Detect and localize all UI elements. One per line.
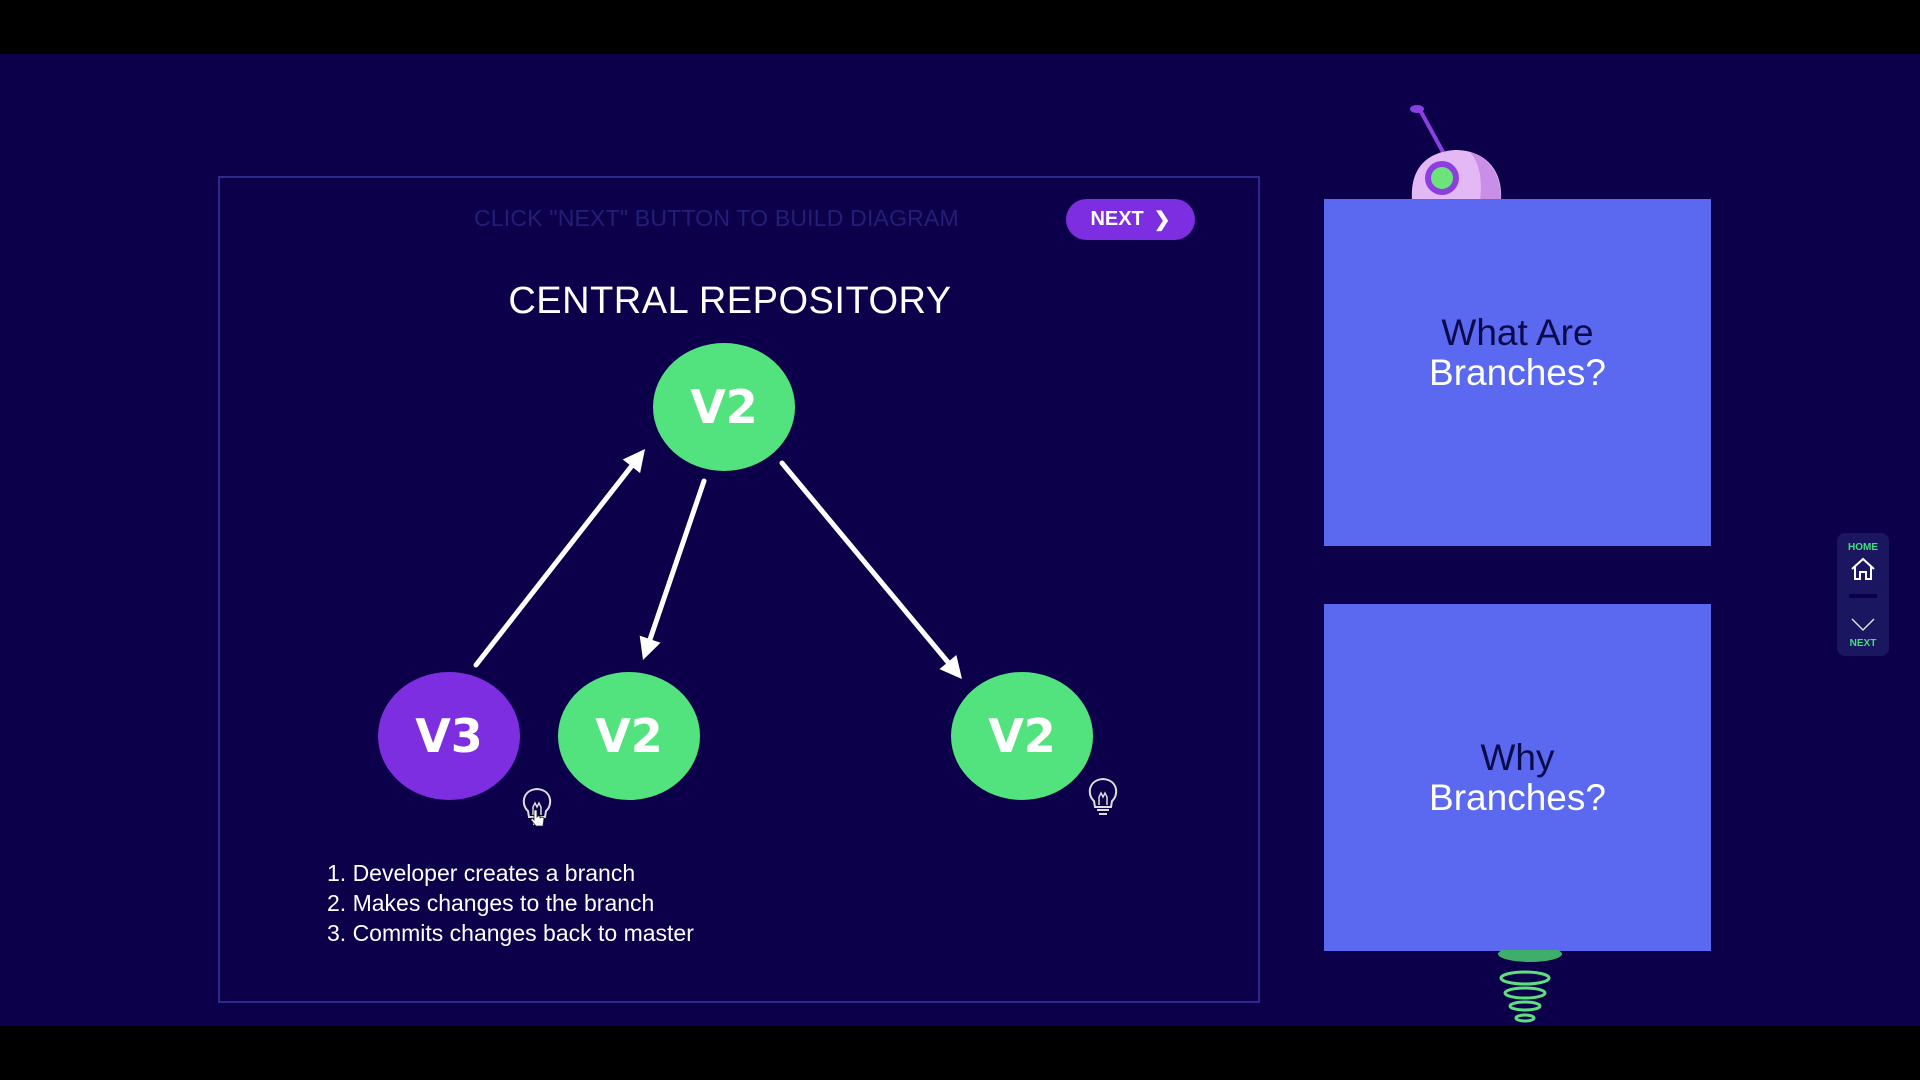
robot-mascot (1410, 105, 1502, 200)
diagram-title: CENTRAL REPOSITORY (508, 280, 952, 322)
spring-decoration-icon (1498, 950, 1562, 1023)
next-label[interactable]: NEXT (1849, 638, 1877, 649)
lightbulb-icon[interactable] (1088, 777, 1118, 815)
node-label: V3 (415, 709, 483, 763)
step-item: 1. Developer creates a branch (327, 860, 636, 886)
next-button-label: NEXT (1090, 208, 1144, 230)
version-node-central: V2 (653, 343, 795, 471)
chevron-right-icon: ❯ (1153, 208, 1171, 231)
next-button[interactable]: NEXT ❯ (1066, 199, 1195, 240)
card-line1: What Are (1441, 311, 1594, 353)
card-why-branches[interactable]: Why Branches? (1324, 604, 1711, 951)
node-label: V2 (595, 709, 663, 763)
node-label: V2 (690, 380, 758, 434)
side-nav: HOME NEXT (1837, 533, 1889, 656)
step-item: 2. Makes changes to the branch (327, 890, 655, 916)
home-label[interactable]: HOME (1848, 542, 1878, 553)
node-circle (653, 343, 795, 471)
nav-divider (1849, 594, 1877, 598)
card-what-are-branches[interactable]: What Are Branches? (1324, 199, 1711, 546)
home-icon[interactable] (1850, 556, 1876, 582)
step-item: 3. Commits changes back to master (327, 920, 694, 946)
version-node-branch-v3: V3 (378, 672, 520, 800)
card-line1: Why (1480, 736, 1555, 778)
version-node-branch-v2-right: V2 (951, 672, 1093, 800)
card-line2: Branches? (1429, 351, 1606, 393)
node-circle (558, 672, 700, 800)
chevron-down-icon[interactable] (1851, 618, 1875, 632)
steps-list: 1. Developer creates a branch 2. Makes c… (327, 858, 694, 948)
version-node-branch-v2-mid: V2 (558, 672, 700, 800)
node-circle (951, 672, 1093, 800)
node-circle (378, 672, 520, 800)
diagram-panel (218, 176, 1260, 1003)
hint-text: CLICK "NEXT" BUTTON TO BUILD DIAGRAM (474, 205, 959, 231)
node-label: V2 (988, 709, 1056, 763)
card-line2: Branches? (1429, 776, 1606, 818)
